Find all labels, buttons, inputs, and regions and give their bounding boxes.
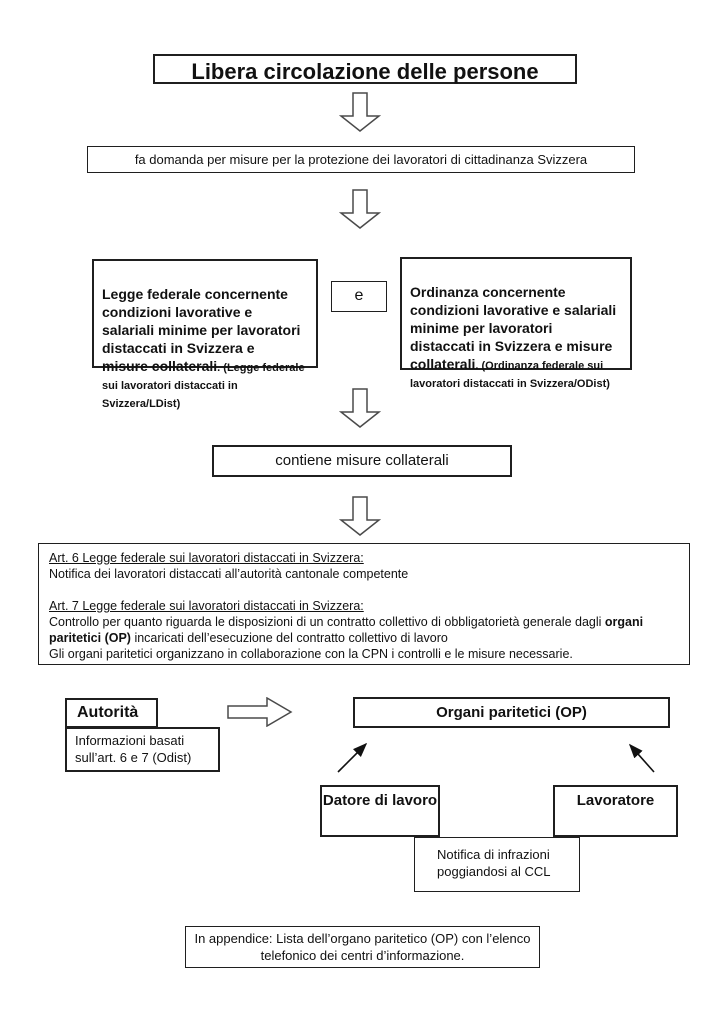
employee-to-op-arrow-icon — [628, 743, 655, 773]
federal-law-main: Legge federale concernente condizioni la… — [102, 286, 301, 374]
joint-bodies-label: Organi paritetici (OP) — [436, 704, 587, 721]
articles-spacer — [49, 582, 679, 598]
art7-body-1: Controllo per quanto riguarda le disposi… — [49, 615, 605, 629]
demand-text: fa domanda per misure per la protezione … — [134, 152, 588, 167]
infraction-notice-text: Notifica di infrazioni poggiandosi al CC… — [437, 847, 551, 879]
art7-paragraph: Controllo per quanto riguarda le disposi… — [49, 614, 679, 646]
collateral-measures-text: contiene misure collaterali — [275, 452, 449, 469]
articles-box: Art. 6 Legge federale sui lavoratori dis… — [38, 543, 690, 665]
down-arrow-icon-2 — [339, 189, 381, 229]
authority-info-text: Informazioni basati sull’art. 6 e 7 (Odi… — [75, 733, 192, 765]
and-connector-text: e — [354, 287, 364, 304]
employer-box: Datore di lavoro — [320, 785, 440, 837]
appendix-note-text: In appendice: Lista dell’organo pariteti… — [194, 931, 531, 963]
ordinance-box: Ordinanza concernente condizioni lavorat… — [400, 257, 632, 390]
art7-body-3: Gli organi paritetici organizzano in col… — [49, 647, 573, 661]
authority-box: Autorità — [65, 698, 158, 728]
federal-law-box: Legge federale concernente condizioni la… — [92, 259, 318, 410]
and-connector-box: e — [331, 281, 387, 312]
employer-to-op-arrow-icon — [337, 742, 368, 773]
employee-box: Lavoratore — [553, 785, 678, 837]
demand-box: fa domanda per misure per la protezione … — [87, 146, 635, 173]
federal-law-ref: . (Legge federale sui lavoratori distacc… — [102, 362, 305, 410]
art7-bold-term: organi paritetici (OP) — [49, 615, 644, 645]
page-title: Libera circolazione delle persone — [191, 59, 539, 84]
infraction-notice-box: Notifica di infrazioni poggiandosi al CC… — [414, 837, 580, 892]
employee-label: Lavoratore — [576, 792, 655, 809]
authority-info-box: Informazioni basati sull’art. 6 e 7 (Odi… — [65, 727, 220, 772]
art7-body-2: incaricati dell’esecuzione del contratto… — [130, 631, 448, 645]
joint-bodies-box: Organi paritetici (OP) — [353, 697, 670, 728]
employer-label: Datore di lavoro — [322, 792, 438, 809]
collateral-measures-box: contiene misure collaterali — [212, 445, 512, 477]
appendix-note-box: In appendice: Lista dell’organo pariteti… — [185, 926, 540, 968]
art7-heading: Art. 7 Legge federale sui lavoratori dis… — [49, 599, 364, 613]
right-arrow-icon — [227, 697, 293, 727]
down-arrow-icon-3 — [339, 388, 381, 428]
ordinance-main: Ordinanza concernente condizioni lavorat… — [410, 284, 617, 372]
down-arrow-icon-1 — [339, 92, 381, 132]
ordinance-ref: . (Ordinanza federale sui lavoratori dis… — [410, 360, 610, 390]
down-arrow-icon-4 — [339, 496, 381, 536]
authority-label: Autorità — [77, 704, 139, 721]
art6-body: Notifica dei lavoratori distaccati all’a… — [49, 567, 409, 581]
art6-heading: Art. 6 Legge federale sui lavoratori dis… — [49, 551, 364, 565]
title-box: Libera circolazione delle persone — [153, 54, 577, 84]
